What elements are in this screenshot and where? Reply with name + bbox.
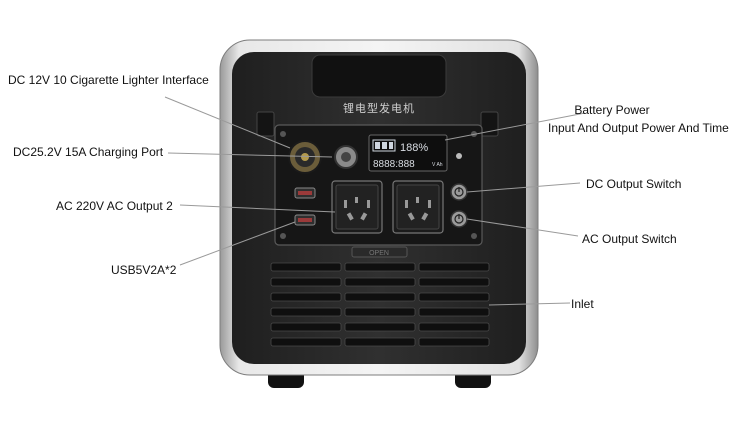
callout-inlet: Inlet	[571, 297, 594, 311]
lcd-percent: 188%	[400, 142, 428, 154]
lcd-display	[368, 134, 448, 172]
lcd-units: V Ah	[432, 162, 443, 168]
leader-ac-output	[179, 204, 336, 213]
leader-lines	[164, 96, 586, 306]
callout-battery-power-line2: Input And Output Power And Time	[548, 121, 729, 135]
callout-dc-switch: DC Output Switch	[586, 177, 682, 191]
left-clip	[256, 111, 275, 137]
leader-charging	[167, 152, 333, 158]
callout-charging-port: DC25.2V 15A Charging Port	[13, 145, 164, 159]
brand-text: 锂电型发电机	[343, 101, 415, 115]
callout-ac-switch: AC Output Switch	[582, 232, 677, 246]
callout-ac-output-2: AC 220V AC Output 2	[56, 199, 173, 213]
open-tab-label: OPEN	[369, 250, 389, 257]
leader-inlet	[488, 302, 571, 306]
open-tab	[351, 246, 408, 258]
handle	[311, 54, 447, 98]
leader-dc-switch	[466, 182, 581, 193]
leader-usb	[179, 221, 296, 266]
inlet-vent	[270, 262, 490, 347]
callout-battery-power-line1: Battery Power	[574, 103, 650, 117]
callout-usb: USB5V2A*2	[111, 263, 177, 277]
leader-cigarette	[164, 96, 291, 149]
callout-cigarette-lighter: DC 12V 10 Cigarette Lighter Interface	[8, 73, 209, 87]
leader-ac-switch	[466, 218, 579, 237]
leader-battery	[444, 112, 586, 141]
lcd-values: 8888:888	[373, 159, 415, 170]
indicator-led	[456, 153, 462, 159]
right-clip	[480, 111, 499, 137]
